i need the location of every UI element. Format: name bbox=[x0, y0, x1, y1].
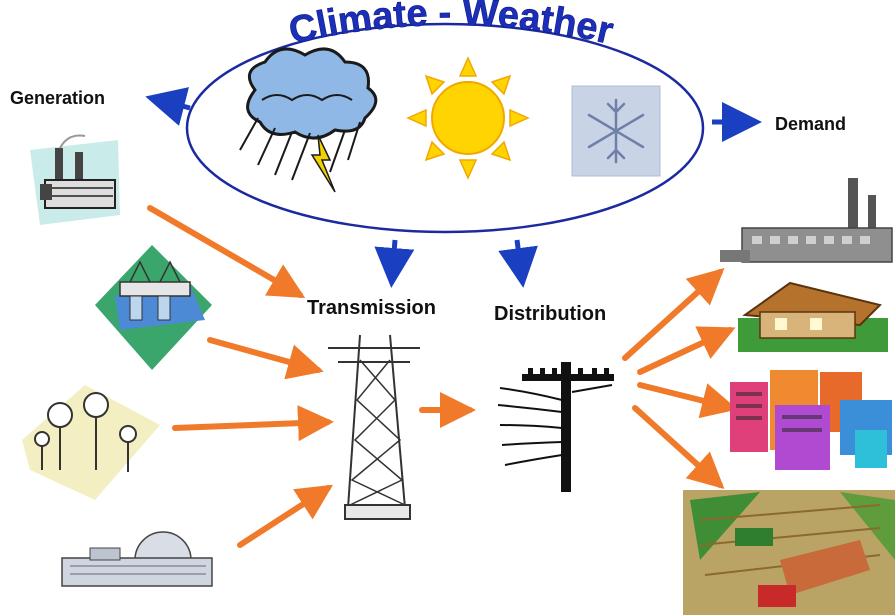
transmission-label: Transmission bbox=[307, 297, 436, 319]
snowflake-icon bbox=[571, 85, 661, 177]
generation-arrow bbox=[145, 87, 191, 126]
climate-weather-ellipse bbox=[185, 22, 705, 234]
transmission-tower-icon bbox=[328, 334, 420, 520]
sun-icon bbox=[406, 56, 530, 180]
generation-label: Generation bbox=[10, 88, 106, 108]
distribution-label: Distribution bbox=[494, 303, 607, 325]
distribution-to-demand-arrows bbox=[622, 267, 738, 490]
utility-pole-icon bbox=[497, 362, 614, 492]
hydro-dam-icon bbox=[95, 245, 212, 370]
house-icon bbox=[738, 281, 888, 352]
fossil-power-plant-icon bbox=[30, 134, 120, 225]
wind-farm-icon bbox=[22, 385, 160, 500]
climate-to-distribution-arrow bbox=[498, 239, 538, 288]
city-buildings-icon bbox=[730, 370, 892, 470]
farm-field-icon bbox=[683, 490, 895, 615]
demand-label: Demand bbox=[775, 114, 847, 134]
climate-to-transmission-arrow bbox=[374, 239, 415, 288]
storm-cloud-icon bbox=[239, 47, 378, 193]
factory-icon bbox=[720, 178, 893, 263]
climate-weather-title: Climate - Weather bbox=[285, 0, 617, 53]
generation-to-transmission-arrows bbox=[147, 205, 334, 548]
nuclear-plant-icon bbox=[61, 531, 213, 587]
